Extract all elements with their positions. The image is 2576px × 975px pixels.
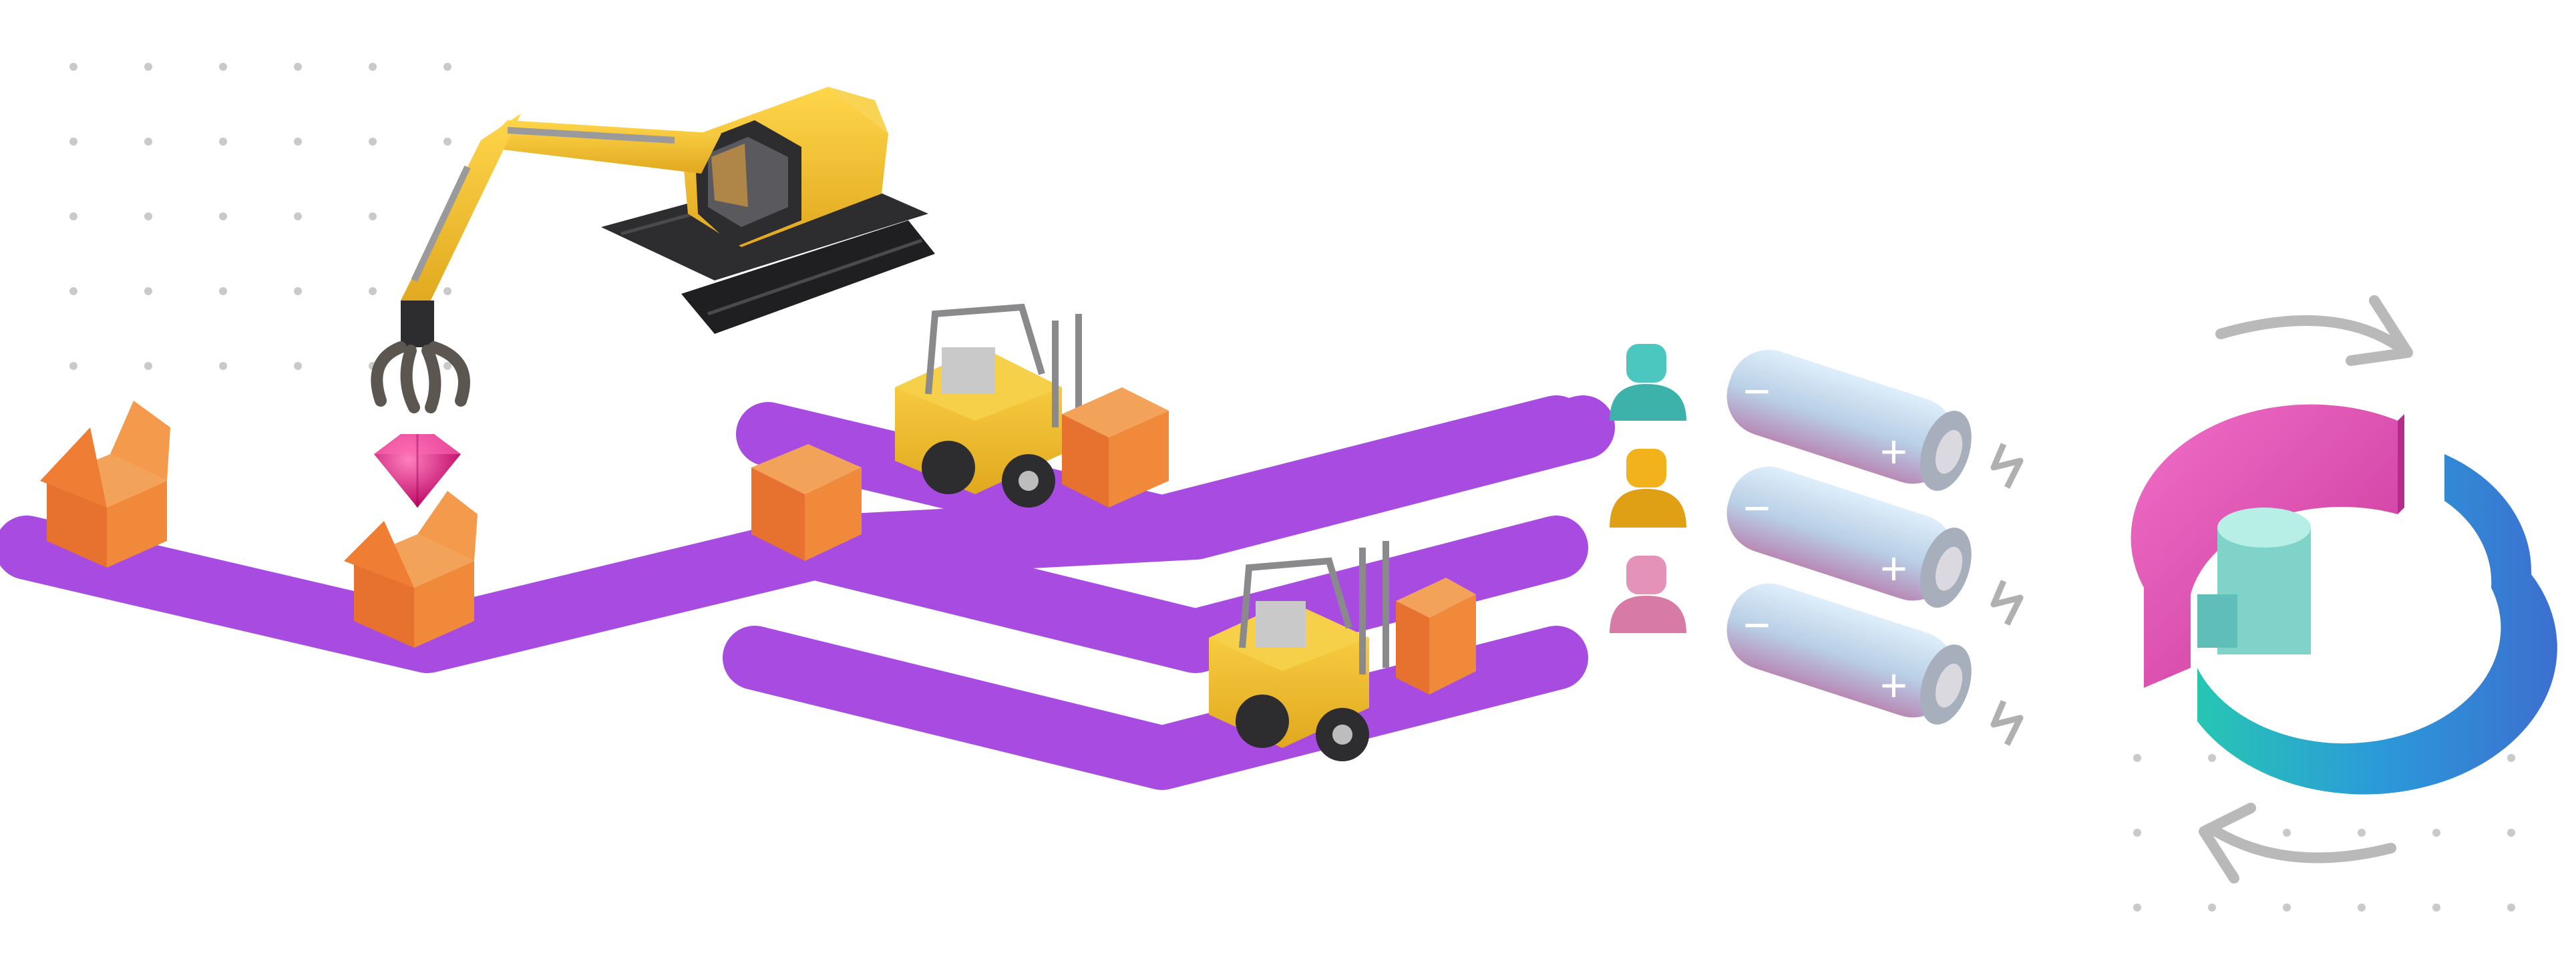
- dot: [294, 138, 302, 146]
- person-icon-teal: [1610, 344, 1686, 421]
- minus-sign-icon: −: [1743, 599, 1771, 651]
- dot: [69, 63, 77, 71]
- dot: [219, 63, 227, 71]
- minus-sign-icon: −: [1743, 365, 1771, 417]
- battery-3: − +: [1726, 583, 1972, 725]
- dot: [219, 212, 227, 220]
- dot: [2358, 829, 2366, 837]
- excavator-illustration: [371, 87, 935, 413]
- person-icon-pink: [1610, 556, 1686, 633]
- dot: [443, 287, 451, 295]
- dot: [144, 138, 152, 146]
- plus-sign-icon: +: [1880, 425, 1907, 477]
- dot: [2208, 904, 2216, 912]
- dot: [219, 138, 227, 146]
- open-box-left: [40, 401, 170, 568]
- dot: [369, 63, 377, 71]
- dot: [2432, 829, 2440, 837]
- dot: [219, 362, 227, 370]
- dot: [369, 212, 377, 220]
- dot: [144, 362, 152, 370]
- battery-2: − +: [1726, 466, 1972, 608]
- dot: [2507, 904, 2515, 912]
- dot: [69, 362, 77, 370]
- lightning-bolt-icon: [1990, 700, 2024, 747]
- plus-sign-icon: +: [1880, 542, 1907, 594]
- dot: [443, 138, 451, 146]
- dot: [69, 287, 77, 295]
- rotate-counterclockwise-arrow-icon: [2199, 803, 2396, 884]
- closed-box-junction: [751, 444, 862, 561]
- track-upper: [736, 395, 1588, 560]
- lightning-bolt-icon: [1990, 443, 2024, 490]
- dot: [69, 212, 77, 220]
- dot-grid-decoration-left: [69, 63, 451, 370]
- open-box-with-gem: [344, 491, 478, 648]
- ruby-gem-icon: [374, 434, 461, 508]
- dot: [443, 63, 451, 71]
- rotate-clockwise-arrow-icon: [2215, 295, 2413, 366]
- dot: [69, 138, 77, 146]
- dot: [219, 287, 227, 295]
- dot: [2507, 829, 2515, 837]
- dot: [144, 287, 152, 295]
- dot: [369, 287, 377, 295]
- plus-sign-icon: +: [1880, 659, 1907, 711]
- dot: [2358, 904, 2366, 912]
- dot: [2283, 904, 2291, 912]
- dot: [144, 212, 152, 220]
- dot: [2133, 829, 2141, 837]
- core-cylinder: [2197, 508, 2311, 654]
- dot: [144, 63, 152, 71]
- ring-pink-segment: [2131, 404, 2404, 688]
- dot: [294, 287, 302, 295]
- dot: [369, 138, 377, 146]
- dot: [2208, 754, 2216, 762]
- dot: [443, 362, 451, 370]
- person-icon-yellow: [1610, 449, 1686, 528]
- dot: [2133, 754, 2141, 762]
- forklift-upper: [895, 303, 1169, 508]
- dot: [294, 212, 302, 220]
- lightning-bolt-icon: [1990, 580, 2024, 626]
- track-middle: [783, 516, 1588, 673]
- dot: [2507, 754, 2515, 762]
- forklift-lower: [1209, 541, 1476, 761]
- dot: [2432, 904, 2440, 912]
- dot: [2283, 829, 2291, 837]
- minus-sign-icon: −: [1743, 482, 1771, 534]
- dot: [294, 63, 302, 71]
- dot: [2133, 904, 2141, 912]
- dot: [294, 362, 302, 370]
- ring-blue-segment: [2197, 454, 2557, 795]
- battery-1: − +: [1726, 349, 1972, 492]
